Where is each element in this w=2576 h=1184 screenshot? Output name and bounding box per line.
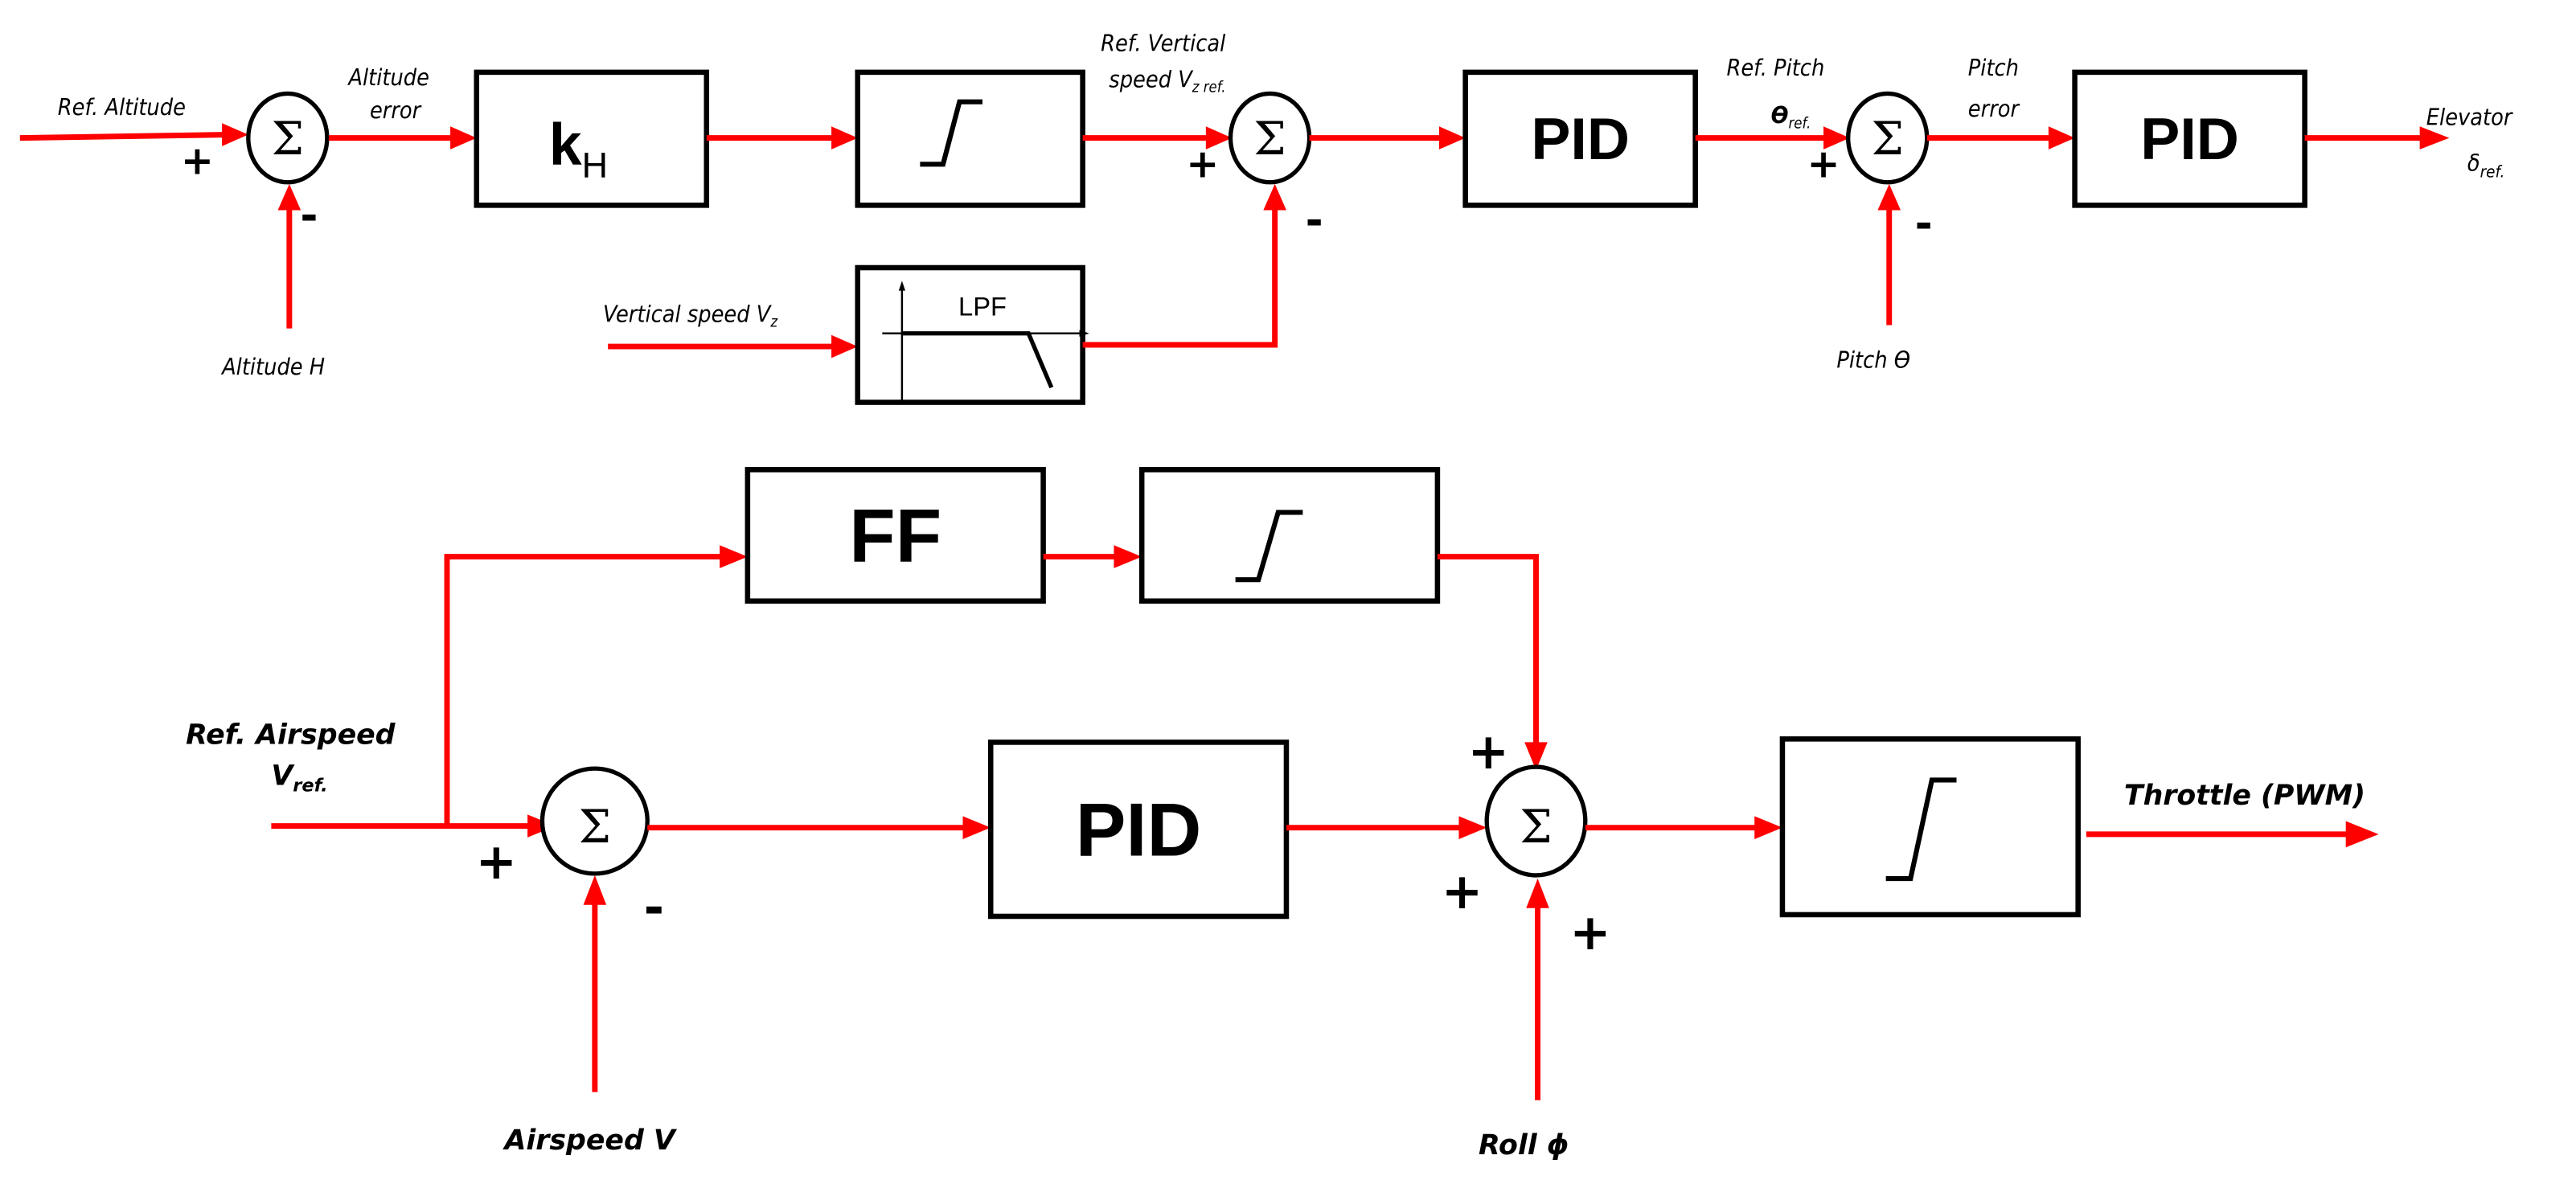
gain-block-kh: kH (474, 69, 710, 208)
ref-vs-label-2: speed Vz ref. (1109, 65, 1225, 96)
elevator-label: Elevator (2426, 103, 2513, 130)
sum3-minus-sign: - (1915, 199, 1933, 248)
throttle-label: Throttle (PWM) (2124, 780, 2365, 812)
pitch-feedback-signal (1877, 183, 1901, 326)
lpf-block: LPF (855, 264, 1089, 405)
altitude-error-label-1: Altitude (347, 64, 429, 91)
airspeed-throttle-loop: Ref. Airspeed Vref. + Σ - Airspeed V (186, 467, 2379, 1161)
altitude-pitch-loop: Ref. Altitude + Σ - Altitude H Altitude … (19, 29, 2513, 405)
ref-pitch-label-2: ϴref. (1771, 101, 1811, 132)
saturation-block-vs (855, 69, 1085, 208)
ref-altitude-label: Ref. Altitude (58, 93, 186, 121)
sum-to-saturation-signal (1585, 816, 1782, 839)
pid-block-pitch: PID (2072, 69, 2307, 208)
vs-error-signal (1309, 126, 1466, 150)
altitude-feedback-signal (277, 183, 301, 329)
saturation-icon (1235, 510, 1303, 583)
vertical-speed-input-signal (608, 334, 858, 358)
sigma-icon: Σ (1253, 113, 1286, 166)
pitch-error-signal (1926, 126, 2075, 150)
sum5-top-plus-sign: + (1468, 723, 1509, 780)
pitch-label: Pitch ϴ (1836, 346, 1910, 374)
feedforward-branch-signal (444, 545, 748, 826)
sigma-icon: Σ (579, 801, 611, 854)
sum4-minus-sign: - (644, 879, 664, 936)
pid-block-vertical-speed: PID (1462, 69, 1698, 208)
sigma-icon: Σ (1871, 113, 1903, 166)
airspeed-label: Airspeed V (502, 1125, 677, 1157)
sum-junction-airspeed: Σ (539, 766, 650, 876)
pitch-error-label-1: Pitch (1968, 54, 2019, 81)
ref-vertical-speed-signal (1082, 126, 1233, 150)
lpf-response-icon (882, 281, 1089, 401)
sum2-plus-sign: + (1186, 141, 1219, 187)
roll-feedforward-signal (1526, 879, 1549, 1100)
ref-pitch-label-1: Ref. Pitch (1726, 54, 1824, 81)
lpf-label: LPF (958, 291, 1007, 321)
feedforward-block: FF (744, 467, 1046, 604)
altitude-label: Altitude H (220, 353, 325, 380)
sum1-plus-sign: + (181, 137, 214, 184)
sum-junction-altitude: Σ (246, 91, 330, 185)
pid-label: PID (1076, 787, 1202, 871)
pid-label: PID (2140, 105, 2239, 172)
saturation-icon (920, 99, 983, 167)
altitude-error-signal (328, 126, 477, 150)
ref-altitude-signal (19, 123, 248, 146)
sum-junction-vertical-speed: Σ (1228, 91, 1312, 185)
sigma-icon: Σ (1520, 801, 1552, 854)
ref-airspeed-label-2: Vref. (271, 760, 327, 797)
gain-block-label: kH (549, 110, 608, 185)
sum5-left-plus-sign: + (1442, 863, 1483, 920)
sum5-bottom-plus-sign: + (1569, 904, 1610, 961)
ff-to-saturation-signal (1043, 545, 1142, 568)
pid-label: PID (1531, 105, 1630, 172)
ff-label: FF (849, 494, 941, 578)
lpf-feedback-signal (1082, 183, 1286, 348)
gain-to-saturation-signal (706, 126, 858, 150)
ref-pitch-signal (1695, 126, 1850, 150)
throttle-output-signal (2086, 821, 2379, 848)
airspeed-error-signal (647, 816, 991, 839)
ff-to-sum-signal (1437, 554, 1548, 771)
saturation-block-ff (1138, 467, 1441, 604)
pitch-error-label-2: error (1968, 95, 2020, 122)
roll-label: Roll ϕ (1479, 1129, 1569, 1161)
elevator-symbol-label: δref. (2467, 149, 2505, 181)
sum2-minus-sign: - (1306, 195, 1323, 245)
pid-to-sum-signal (1286, 816, 1487, 839)
sum3-plus-sign: + (1807, 141, 1840, 187)
sum-junction-throttle: Σ (1484, 764, 1588, 878)
ref-airspeed-label-1: Ref. Airspeed (186, 719, 396, 751)
airspeed-feedback-signal (583, 875, 607, 1092)
sum1-minus-sign: - (300, 191, 318, 240)
elevator-output-signal (2304, 126, 2450, 150)
sigma-icon: Σ (272, 113, 304, 166)
saturation-icon (1885, 777, 1957, 882)
pid-block-airspeed: PID (987, 739, 1290, 920)
ref-vs-label-1: Ref. Vertical (1101, 29, 1226, 56)
altitude-error-label-2: error (370, 96, 422, 124)
sum-junction-pitch: Σ (1846, 91, 1930, 185)
vertical-speed-label: Vertical speed Vz (603, 300, 777, 330)
saturation-block-throttle (1779, 736, 2081, 918)
sum4-plus-sign: + (476, 834, 517, 891)
